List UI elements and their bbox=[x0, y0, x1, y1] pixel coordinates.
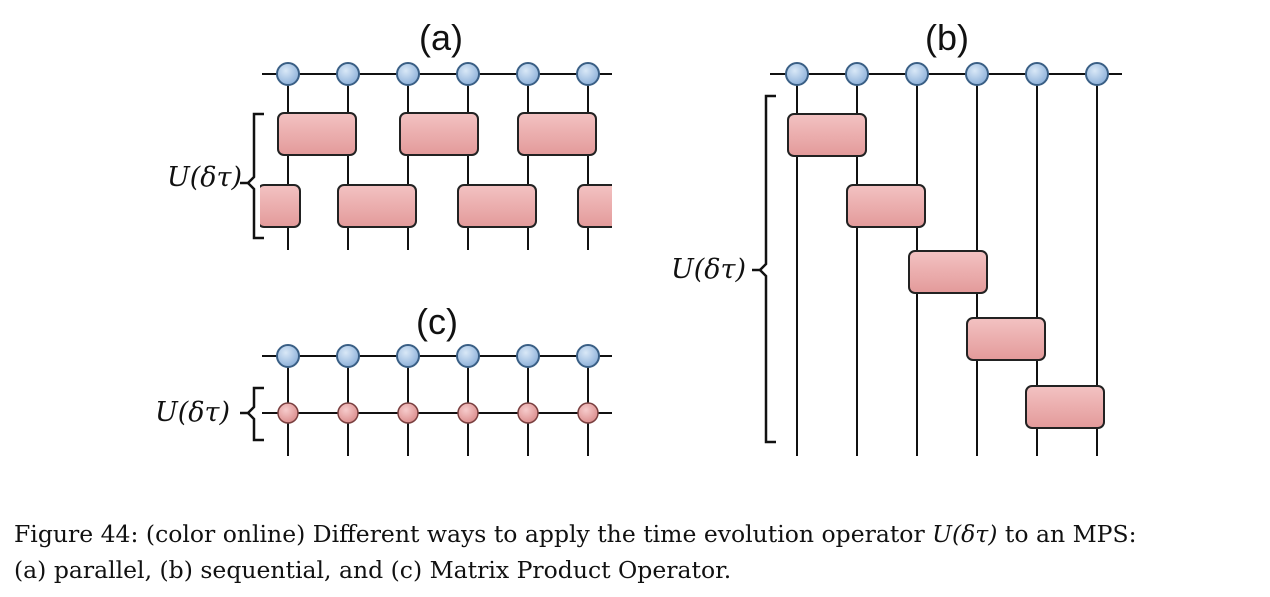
panel-b-operator-label: U(δτ) bbox=[671, 254, 746, 285]
panel-b-site-5 bbox=[1025, 62, 1049, 86]
panel-a-site-5 bbox=[516, 62, 540, 86]
panel-c-mpo-tensor-5 bbox=[517, 402, 539, 424]
panel-c-site-3 bbox=[396, 344, 420, 368]
tensor-network-figure: (a) (b) (c) U(δτ) U(δτ) U(δτ) bbox=[155, 17, 1122, 456]
panel-a-parallel bbox=[240, 62, 626, 250]
panel-c-mpo-tensor-4 bbox=[457, 402, 479, 424]
panel-b-site-1 bbox=[785, 62, 809, 86]
panel-a-gate-top-3 bbox=[517, 112, 597, 156]
panel-a-gate-top-1 bbox=[277, 112, 357, 156]
caption-operator: U(δτ) bbox=[932, 520, 998, 548]
panel-c-site-1 bbox=[276, 344, 300, 368]
caption-prefix: Figure 44: (color online) Different ways… bbox=[14, 520, 933, 548]
panel-c-site-5 bbox=[516, 344, 540, 368]
panel-c-mpo-tensor-6 bbox=[577, 402, 599, 424]
panel-b-sequential bbox=[752, 62, 1122, 456]
panel-c-site-4 bbox=[456, 344, 480, 368]
panel-a-site-4 bbox=[456, 62, 480, 86]
panel-b-site-6 bbox=[1085, 62, 1109, 86]
panel-a-left-mask bbox=[252, 180, 260, 232]
panel-a-site-6 bbox=[576, 62, 600, 86]
panel-c-site-6 bbox=[576, 344, 600, 368]
panel-a-site-2 bbox=[336, 62, 360, 86]
figure-caption: Figure 44: (color online) Different ways… bbox=[14, 516, 1264, 588]
panel-b-brace bbox=[758, 94, 776, 444]
panel-b-gate-1 bbox=[787, 113, 867, 157]
panel-b-gate-2 bbox=[846, 184, 926, 228]
panel-b-gate-3 bbox=[908, 250, 988, 294]
panel-a-right-mask bbox=[612, 180, 626, 232]
panel-b-site-3 bbox=[905, 62, 929, 86]
panel-c-label: (c) bbox=[416, 301, 458, 342]
panel-a-site-3 bbox=[396, 62, 420, 86]
panel-b-gate-5 bbox=[1025, 385, 1105, 429]
panel-a-operator-label: U(δτ) bbox=[167, 162, 242, 193]
panel-b-label: (b) bbox=[925, 17, 969, 58]
panel-c-operator-label: U(δτ) bbox=[155, 397, 230, 428]
panel-a-gate-bottom-2 bbox=[337, 184, 417, 228]
caption-line-1: Figure 44: (color online) Different ways… bbox=[14, 516, 1264, 552]
panel-a-gate-bottom-1 bbox=[257, 184, 301, 228]
panel-c-mpo bbox=[240, 344, 612, 456]
panel-b-gate-4 bbox=[966, 317, 1046, 361]
caption-suffix: to an MPS: bbox=[997, 520, 1137, 548]
panel-c-site-2 bbox=[336, 344, 360, 368]
panel-c-brace bbox=[246, 386, 264, 442]
panel-b-site-2 bbox=[845, 62, 869, 86]
panel-a-label: (a) bbox=[419, 17, 463, 58]
panel-c-mpo-tensor-3 bbox=[397, 402, 419, 424]
panel-a-site-1 bbox=[276, 62, 300, 86]
panel-a-gate-bottom-3 bbox=[457, 184, 537, 228]
panel-b-site-4 bbox=[965, 62, 989, 86]
panel-c-mpo-tensor-2 bbox=[337, 402, 359, 424]
panel-c-mpo-tensor-1 bbox=[277, 402, 299, 424]
panel-a-gate-top-2 bbox=[399, 112, 479, 156]
caption-line-2: (a) parallel, (b) sequential, and (c) Ma… bbox=[14, 556, 732, 584]
